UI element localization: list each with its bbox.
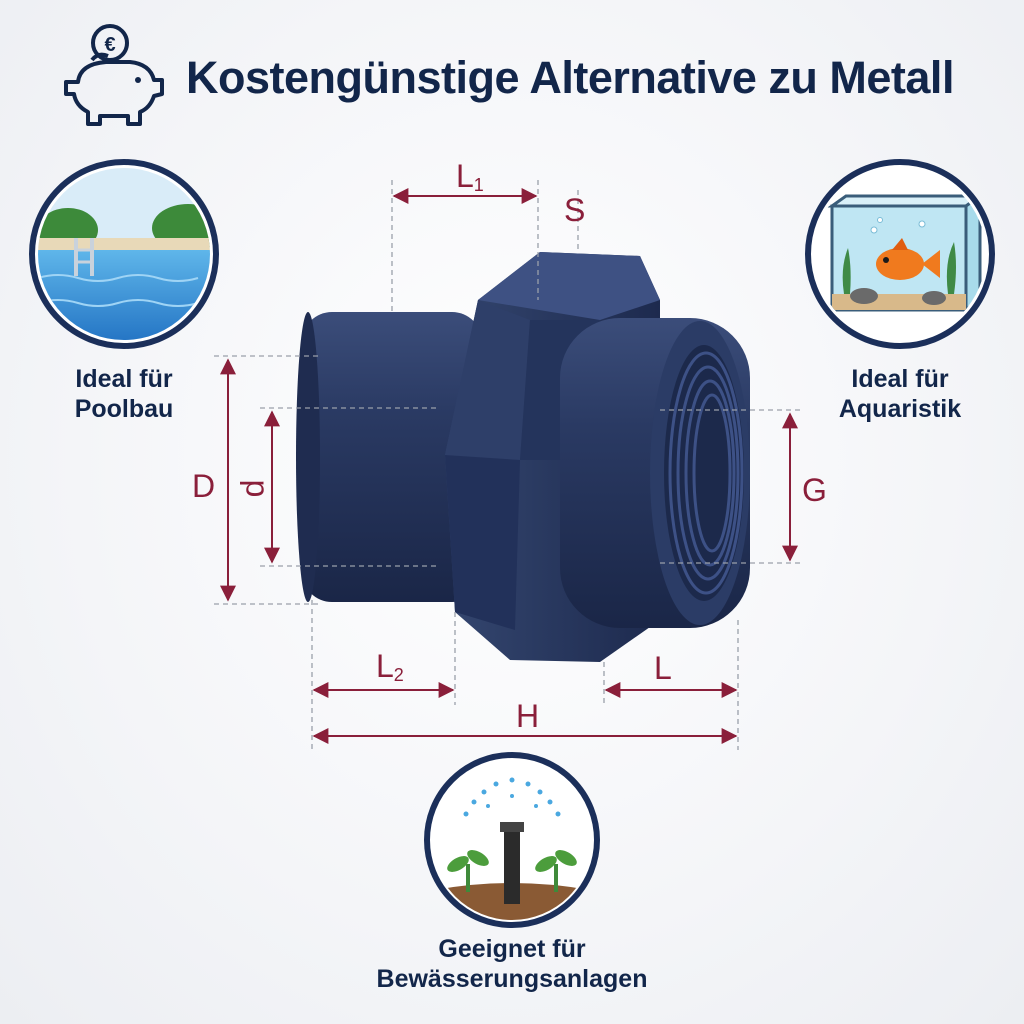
dimension-label-g: G [802, 472, 827, 508]
caption-aquarium: Ideal für Aquaristik [838, 365, 962, 423]
dimension-label-l2: L2 [376, 648, 404, 685]
dimension-label-s: S [564, 192, 586, 228]
svg-text:€: € [104, 34, 115, 56]
fitting-drawing [180, 160, 860, 780]
caption-irrigation: Geeignet für Bewässerungsanlagen [376, 935, 648, 993]
dimension-label-l1: L1 [456, 158, 484, 195]
dimension-label-d-outer: D [192, 468, 216, 504]
fitting-left-socket [296, 312, 482, 602]
aquarium-fish-icon [804, 158, 996, 350]
swimming-pool-icon [28, 158, 220, 350]
dimension-arrows [220, 188, 798, 744]
piggy-bank-euro-icon: € [58, 20, 170, 130]
dimension-label-l: L [654, 650, 672, 686]
fitting-right-socket [560, 318, 750, 628]
extension-lines [214, 180, 800, 750]
caption-pool: Ideal für Poolbau [74, 365, 174, 423]
sprinkler-plants-icon [424, 752, 600, 928]
dimension-label-d-inner: d [234, 479, 271, 498]
dimension-label-h: H [516, 698, 540, 734]
page-title: Kostengünstige Alternative zu Metall [186, 52, 954, 103]
